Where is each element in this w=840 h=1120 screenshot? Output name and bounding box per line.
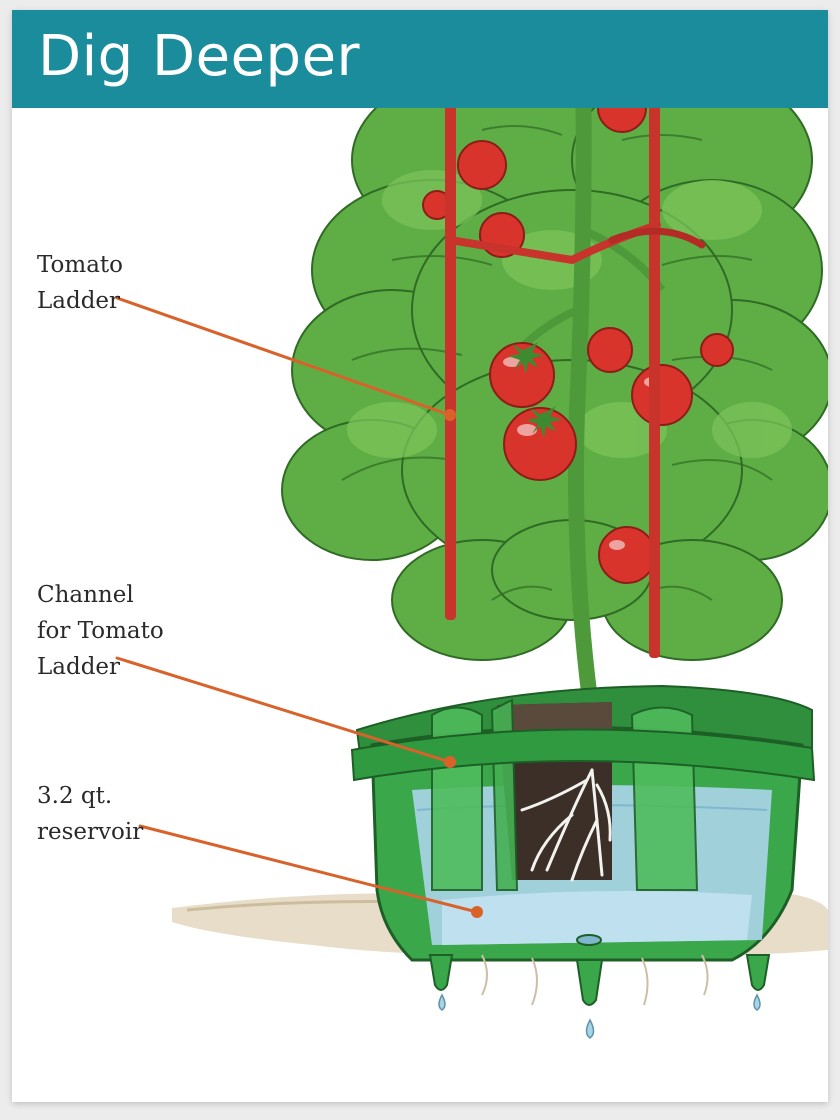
tomato <box>631 364 693 426</box>
callout-reservoir: 3.2 qt. reservoir <box>37 783 144 845</box>
leader-line-channel <box>115 656 452 764</box>
roots <box>520 768 612 882</box>
tomato <box>700 333 734 367</box>
leader-line-ladder <box>115 296 452 417</box>
ladder-pole-left <box>445 10 456 620</box>
tomato <box>598 526 656 584</box>
ladder-pole-right <box>649 10 660 658</box>
callout-tomato-ladder: Tomato Ladder <box>37 252 124 314</box>
leader-line-reservoir <box>138 824 479 914</box>
leader-dot <box>471 906 483 918</box>
tomato <box>587 327 633 373</box>
tomato-planter-illustration <box>115 10 828 1039</box>
leader-lines <box>115 296 479 914</box>
title-banner: Dig Deeper <box>12 10 828 108</box>
diagram-card: Dig Deeper Tomato Ladder Channel for Tom… <box>12 10 828 1102</box>
tomato <box>457 140 507 190</box>
water-drops <box>438 993 761 1039</box>
tomato-stem <box>568 10 600 723</box>
callout-channel: Channel for Tomato Ladder <box>37 582 164 680</box>
leader-dot <box>444 409 456 421</box>
page-title: Dig Deeper <box>38 24 361 89</box>
leader-dot <box>444 756 456 768</box>
planter-feet <box>428 954 771 1006</box>
